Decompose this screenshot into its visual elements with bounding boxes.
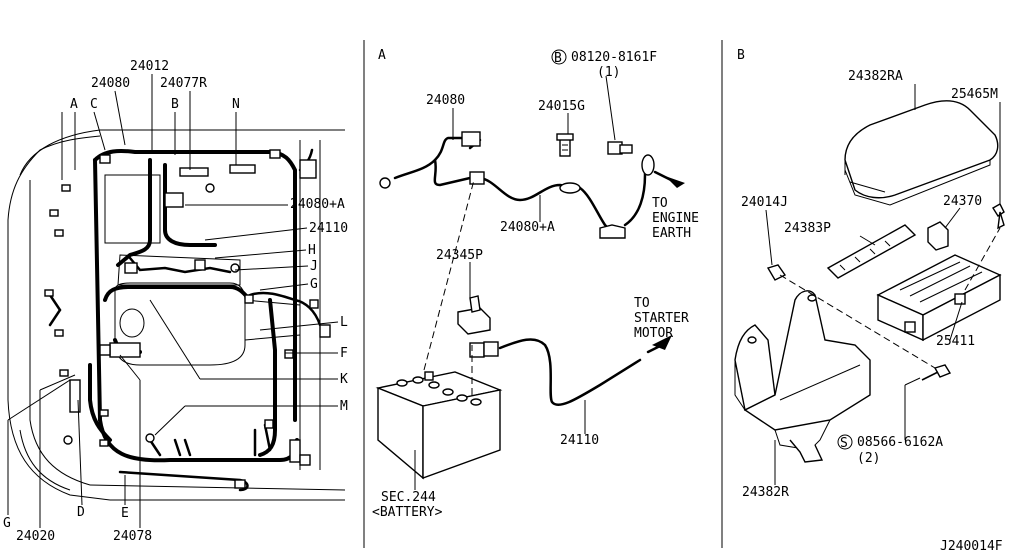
- engine-bay-outline: [7, 129, 346, 501]
- panel-a-battery: [375, 371, 503, 480]
- label-main-K: K: [340, 372, 348, 387]
- screw-prefix-circle: S: [837, 434, 853, 451]
- label-main-p24080A: 24080+A: [290, 197, 345, 212]
- label-main-p24110: 24110: [309, 221, 348, 236]
- label-main-C: C: [90, 97, 98, 112]
- panel-b-relay: [927, 203, 1005, 251]
- label-main-p24078: 24078: [113, 529, 152, 544]
- panel-a-leaders: [414, 75, 616, 490]
- panel-a-terminal-cap: [457, 295, 491, 335]
- label-B-p24382R: 24382R: [742, 485, 789, 500]
- panel-a-starter-cable: [469, 335, 672, 407]
- label-B-screw: 08566-6162A: [857, 435, 943, 450]
- label-A-toStarter2: STARTER: [634, 311, 689, 326]
- label-B-title: B: [737, 48, 745, 63]
- diagram-code: J240014F: [940, 539, 1003, 554]
- label-main-M: M: [340, 399, 348, 414]
- panel-b-fuse-strip: [826, 224, 917, 279]
- label-A-p24080: 24080: [426, 93, 465, 108]
- label-A-toEngine2: ENGINE: [652, 211, 699, 226]
- label-main-A: A: [70, 97, 78, 112]
- bolt-prefix-circle: B: [551, 49, 567, 66]
- label-main-N: N: [232, 97, 240, 112]
- label-A-p24015G: 24015G: [538, 99, 585, 114]
- label-A-toStarter1: TO: [634, 296, 650, 311]
- label-B-p24382RA: 24382RA: [848, 69, 903, 84]
- label-A-toEngine1: TO: [652, 196, 668, 211]
- panel-b-clip-and-screw: [766, 264, 952, 381]
- label-main-L: L: [340, 315, 348, 330]
- main-harness: [48, 148, 322, 492]
- label-main-H: H: [308, 243, 316, 258]
- harness-connectors: [44, 149, 331, 489]
- label-A-p24080A: 24080+A: [500, 220, 555, 235]
- label-A-title: A: [378, 48, 386, 63]
- label-A-toEngine3: EARTH: [652, 226, 691, 241]
- label-main-G: G: [310, 277, 318, 292]
- battery-box-outline: [104, 174, 161, 244]
- label-main-p24080: 24080: [91, 76, 130, 91]
- main-leader-lines: [7, 74, 339, 528]
- label-main-p24020: 24020: [16, 529, 55, 544]
- label-A-sec244: SEC.244: [381, 490, 436, 505]
- panel-b-leaders: [765, 84, 1001, 485]
- panel-a-earth-cable: [379, 131, 685, 239]
- label-main-F: F: [340, 346, 348, 361]
- label-A-bolt: 08120-8161F: [571, 50, 657, 65]
- panel-a-bolts: [556, 133, 633, 157]
- panel-b-bracket: [734, 290, 871, 463]
- label-main-p24012: 24012: [130, 59, 169, 74]
- label-main-Gb: G: [3, 516, 11, 531]
- svg-text:B: B: [554, 51, 562, 66]
- label-main-B: B: [171, 97, 179, 112]
- label-A-toStarter3: MOTOR: [634, 326, 673, 341]
- label-A-p24110: 24110: [560, 433, 599, 448]
- svg-text:S: S: [840, 436, 848, 451]
- label-B-p25411: 25411: [936, 334, 975, 349]
- label-main-p24077R: 24077R: [160, 76, 207, 91]
- label-B-p24370: 24370: [943, 194, 982, 209]
- label-main-D: D: [77, 505, 85, 520]
- label-main-J: J: [310, 259, 318, 274]
- label-B-screwQty: (2): [857, 451, 880, 466]
- label-B-p25465M: 25465M: [951, 87, 998, 102]
- label-A-boltQty: (1): [597, 65, 620, 80]
- label-A-p24345P: 24345P: [436, 248, 483, 263]
- panel-b-cover: [844, 100, 999, 206]
- engine-block: [114, 254, 301, 366]
- label-A-battery: <BATTERY>: [372, 505, 443, 520]
- label-B-p24383P: 24383P: [784, 221, 831, 236]
- panel-b-fuse-block: [876, 254, 1002, 342]
- label-B-p24014J: 24014J: [741, 195, 788, 210]
- label-main-E: E: [121, 506, 129, 521]
